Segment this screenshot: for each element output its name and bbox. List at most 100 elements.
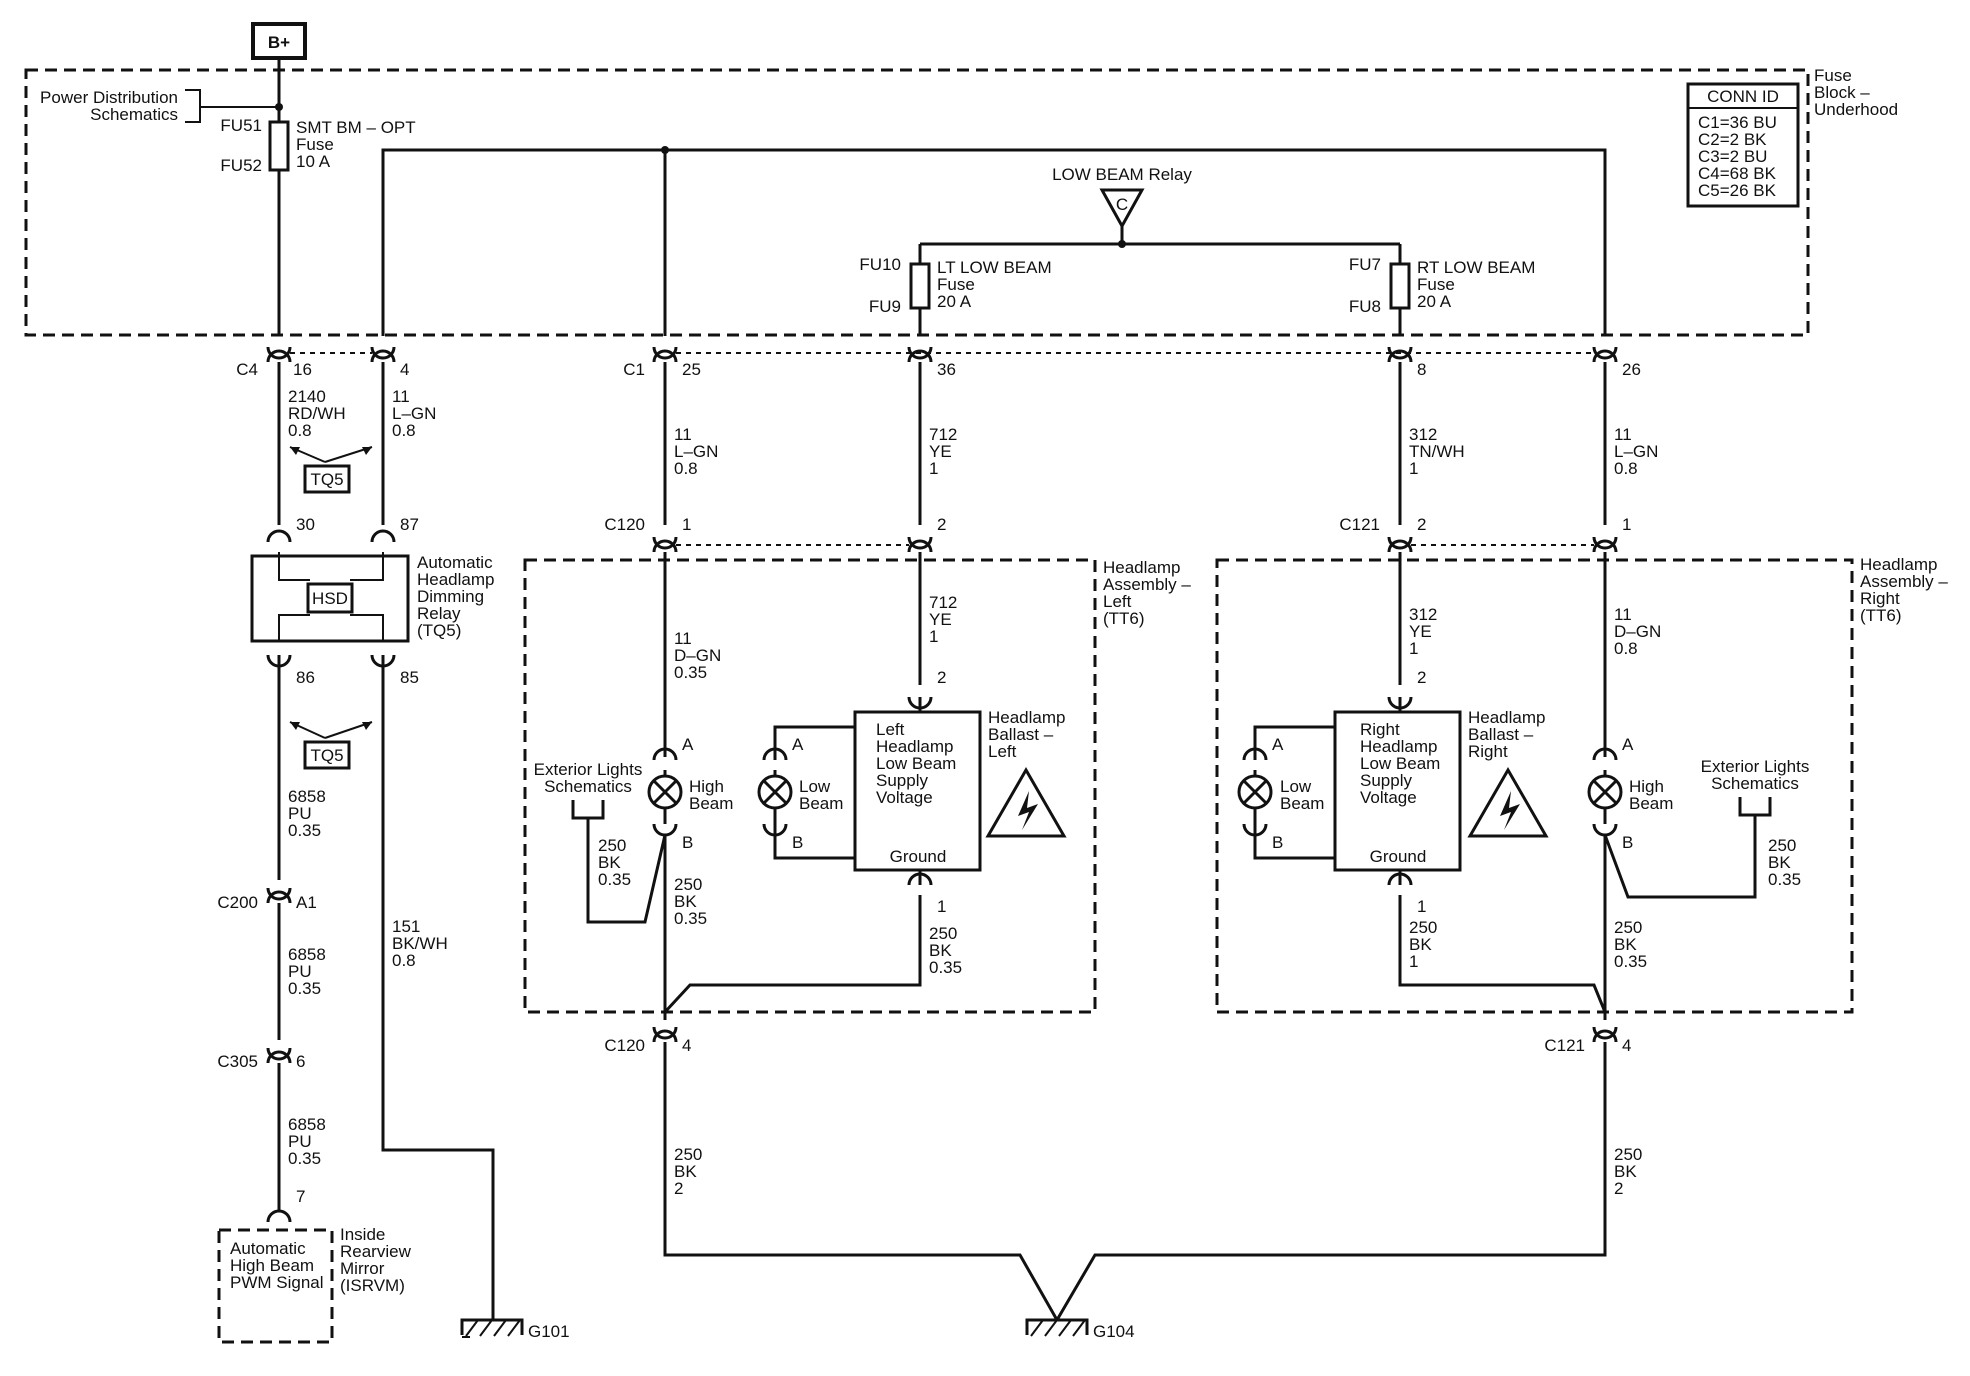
left-assembly-label-2: Assembly – (1103, 575, 1191, 594)
w151-3: 0.8 (392, 951, 416, 970)
w312-3: 1 (1409, 459, 1418, 478)
left-ballast-label-2: Ballast – (988, 725, 1054, 744)
c120-pin2: 2 (937, 515, 946, 534)
right-ballast-inner-5: Voltage (1360, 788, 1417, 807)
w11c126-3: 0.8 (1614, 459, 1638, 478)
w250rhb-3: 0.35 (1614, 952, 1647, 971)
mirror-inner-3: PWM Signal (230, 1273, 324, 1292)
w6858c-1: 6858 (288, 1115, 326, 1134)
c200-pin: A1 (296, 893, 317, 912)
c200-label: C200 (217, 893, 258, 912)
w11c4-1: 11 (392, 387, 410, 406)
power-distribution-bracket (185, 89, 278, 123)
fuse-lt-line1: LT LOW BEAM (937, 258, 1052, 277)
w2140-2: RD/WH (288, 404, 346, 423)
relay-label-2: Headlamp (417, 570, 495, 589)
right-ballast-label-2: Ballast – (1468, 725, 1534, 744)
left-hb-label-2: Beam (689, 794, 733, 813)
left-ballast-label-1: Headlamp (988, 708, 1066, 727)
connector-row-c120-c121-top (652, 536, 1618, 553)
wire-relay-out (918, 226, 1402, 264)
fuse-rt-line2: Fuse (1417, 275, 1455, 294)
fuse-smt-top: FU51 (220, 116, 262, 135)
relay-pin30: 30 (296, 515, 315, 534)
left-hb-pin-a: A (682, 735, 694, 754)
connector-row-c4-c1 (266, 349, 1618, 363)
w250lhb-1: 250 (674, 875, 702, 894)
w250lbal-3: 0.35 (929, 958, 962, 977)
connector-c121-pin4 (1592, 1026, 1618, 1043)
fuse-smt-body (268, 120, 290, 172)
fuse-smt-bottom: FU52 (220, 156, 262, 175)
c121-pin2: 2 (1417, 515, 1426, 534)
w11c4-3: 0.8 (392, 421, 416, 440)
w250rbal-1: 250 (1409, 918, 1437, 937)
w11c1-2: L–GN (674, 442, 718, 461)
w712-2: YE (929, 442, 952, 461)
w712in-3: 1 (929, 627, 938, 646)
w250lbal-1: 250 (929, 924, 957, 943)
fuse-rt-bottom: FU8 (1349, 297, 1381, 316)
relay-pin87: 87 (400, 515, 419, 534)
fuse-block-label-3: Underhood (1814, 100, 1898, 119)
w250lg-3: 2 (674, 1179, 683, 1198)
w250lhb-3: 0.35 (674, 909, 707, 928)
c120-label-bottom: C120 (604, 1036, 645, 1055)
fuse-smt-line3: 10 A (296, 152, 331, 171)
right-ballast-ground: Ground (1370, 847, 1427, 866)
left-high-voltage-warning-icon (985, 766, 1067, 838)
right-ballast-inner-2: Headlamp (1360, 737, 1438, 756)
relay-connectors-top (266, 529, 396, 543)
right-lb-label-2: Beam (1280, 794, 1324, 813)
left-lb-pin-b: B (792, 833, 803, 852)
left-lb-connector-a (762, 747, 788, 761)
right-high-beam-connector-b (1592, 823, 1618, 837)
right-ballast-inner-3: Low Beam (1360, 754, 1440, 773)
g101-label: G101 (528, 1322, 570, 1341)
right-ballast-pin1: 1 (1417, 897, 1426, 916)
low-beam-relay-label: LOW BEAM Relay (1052, 165, 1192, 184)
relay-connectors-bottom (266, 654, 396, 668)
right-hb-pin-b: B (1622, 833, 1633, 852)
right-ballast-pin2: 2 (1417, 668, 1426, 687)
right-hb-label-2: Beam (1629, 794, 1673, 813)
w11c126-1: 11 (1614, 425, 1632, 444)
left-ballast-pin1: 1 (937, 897, 946, 916)
left-assembly-label-1: Headlamp (1103, 558, 1181, 577)
power-distribution-label-1: Power Distribution (40, 88, 178, 107)
left-ballast-pin2: 2 (937, 668, 946, 687)
wire-250-ground-bus (663, 1042, 1607, 1321)
c305-label: C305 (217, 1052, 258, 1071)
w11dgnr-3: 0.8 (1614, 639, 1638, 658)
left-ballast-inner-5: Voltage (876, 788, 933, 807)
fuse-block-label-1: Fuse (1814, 66, 1852, 85)
right-ballast-inner-4: Supply (1360, 771, 1412, 790)
c1-pin25: 25 (682, 360, 701, 379)
relay-label-4: Relay (417, 604, 461, 623)
mirror-label-1: Inside (340, 1225, 385, 1244)
w11c4-2: L–GN (392, 404, 436, 423)
w312in-1: 312 (1409, 605, 1437, 624)
relay-label-1: Automatic (417, 553, 493, 572)
left-ballast-ground: Ground (890, 847, 947, 866)
left-ext-lights-1: Exterior Lights (534, 760, 643, 779)
fuse-rt-line1: RT LOW BEAM (1417, 258, 1535, 277)
conn-id-c5: C5=26 BK (1698, 181, 1777, 200)
c120-pin1: 1 (682, 515, 691, 534)
right-ballast-label-3: Right (1468, 742, 1508, 761)
w6858b-1: 6858 (288, 945, 326, 964)
right-hb-label-1: High (1629, 777, 1664, 796)
left-assembly-label-4: (TT6) (1103, 609, 1145, 628)
fuse-rt-line3: 20 A (1417, 292, 1452, 311)
right-lb-pin-a: A (1272, 735, 1284, 754)
w250rg-1: 250 (1614, 1145, 1642, 1164)
conn-id-c1: C1=36 BU (1698, 113, 1777, 132)
low-beam-relay-pin: C (1116, 195, 1128, 214)
c121-pin4: 4 (1622, 1036, 1631, 1055)
w250lbal-2: BK (929, 941, 952, 960)
w6858c-2: PU (288, 1132, 312, 1151)
fuse-lt-line3: 20 A (937, 292, 972, 311)
wire-250-right-ballast (1398, 895, 1607, 1013)
w712-3: 1 (929, 459, 938, 478)
right-lb-label-1: Low (1280, 777, 1312, 796)
